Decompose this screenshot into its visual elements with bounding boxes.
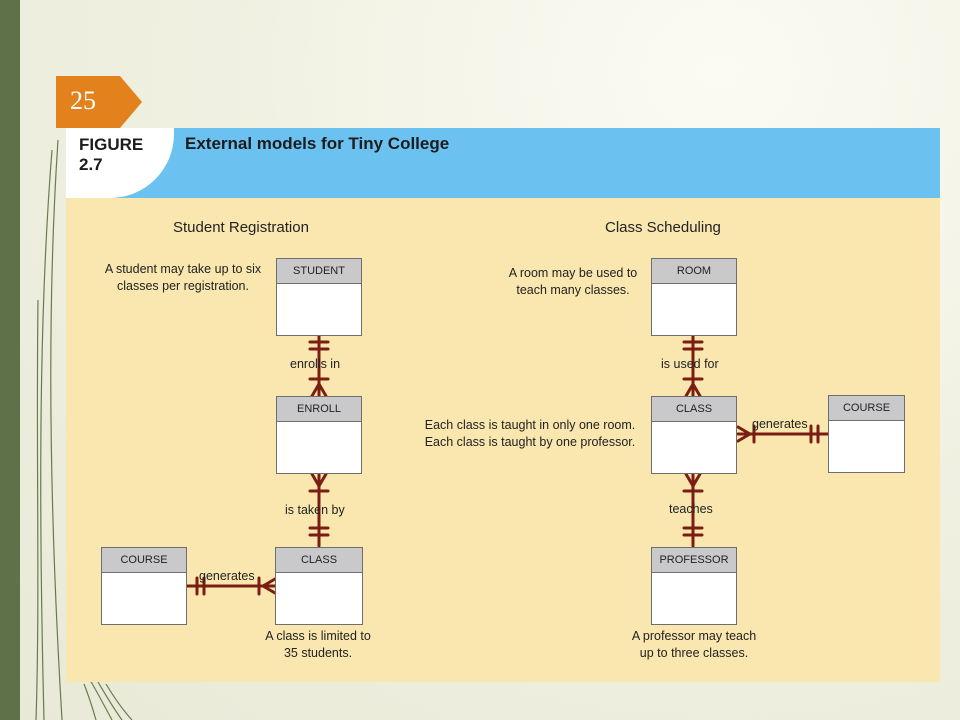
section-title-student-registration: Student Registration [173, 219, 309, 236]
note-professor-line2: up to three classes. [639, 646, 749, 660]
note-class-left: A class is limited to 35 students. [243, 628, 393, 662]
entity-student: STUDENT [276, 258, 362, 336]
note-professor: A professor may teach up to three classe… [612, 628, 776, 662]
entity-student-name: STUDENT [277, 259, 361, 284]
entity-class-left-name: CLASS [276, 548, 362, 573]
note-room: A room may be used to teach many classes… [494, 265, 652, 299]
figure-number: 2.7 [79, 155, 103, 174]
rel-label-teaches: teaches [669, 502, 713, 516]
note-professor-line1: A professor may teach [631, 629, 757, 643]
entity-class-right: CLASS [651, 396, 737, 474]
note-student-line1: A student may take up to six [104, 262, 262, 276]
note-student-line2: classes per registration. [116, 279, 249, 293]
entity-course-right: COURSE [828, 395, 905, 473]
entity-enroll-name: ENROLL [277, 397, 361, 422]
slide-number: 25 [70, 86, 96, 115]
note-room-line1: A room may be used to [508, 266, 638, 280]
section-title-class-scheduling: Class Scheduling [605, 219, 721, 236]
entity-class-right-name: CLASS [652, 397, 736, 422]
note-class-left-line2: 35 students. [283, 646, 353, 660]
entity-enroll: ENROLL [276, 396, 362, 474]
note-student: A student may take up to six classes per… [88, 261, 278, 295]
figure-title: External models for Tiny College [185, 134, 450, 153]
entity-room-name: ROOM [652, 259, 736, 284]
figure-header-band [66, 128, 940, 198]
note-room-line2: teach many classes. [516, 283, 630, 297]
rel-label-enrolls-in: enrolls in [290, 357, 341, 371]
entity-professor: PROFESSOR [651, 547, 737, 625]
connector-lines [185, 332, 830, 596]
rel-label-is-used-for: is used for [661, 357, 719, 371]
rel-label-generates-right: generates [752, 417, 808, 431]
entity-professor-name: PROFESSOR [652, 548, 736, 573]
figure-panel: FIGURE 2.7 External models for Tiny Coll… [66, 128, 940, 682]
note-class-right-line1: Each class is taught in only one room. [424, 418, 636, 432]
rel-label-generates-left: generates [199, 569, 255, 583]
left-accent-bar [0, 0, 20, 720]
entity-room: ROOM [651, 258, 737, 336]
entity-course-right-name: COURSE [829, 396, 904, 421]
entity-course-left-name: COURSE [102, 548, 186, 573]
entity-class-left: CLASS [275, 547, 363, 625]
note-class-right-line2: Each class is taught by one professor. [424, 435, 636, 449]
figure-label-word: FIGURE [79, 135, 144, 154]
figure-label: FIGURE 2.7 [79, 135, 143, 175]
entity-course-left: COURSE [101, 547, 187, 625]
note-class-left-line1: A class is limited to [265, 629, 371, 643]
decorative-grass-lines [35, 139, 133, 720]
rel-label-is-taken-by: is taken by [285, 503, 345, 517]
note-class-right: Each class is taught in only one room. E… [409, 417, 651, 451]
